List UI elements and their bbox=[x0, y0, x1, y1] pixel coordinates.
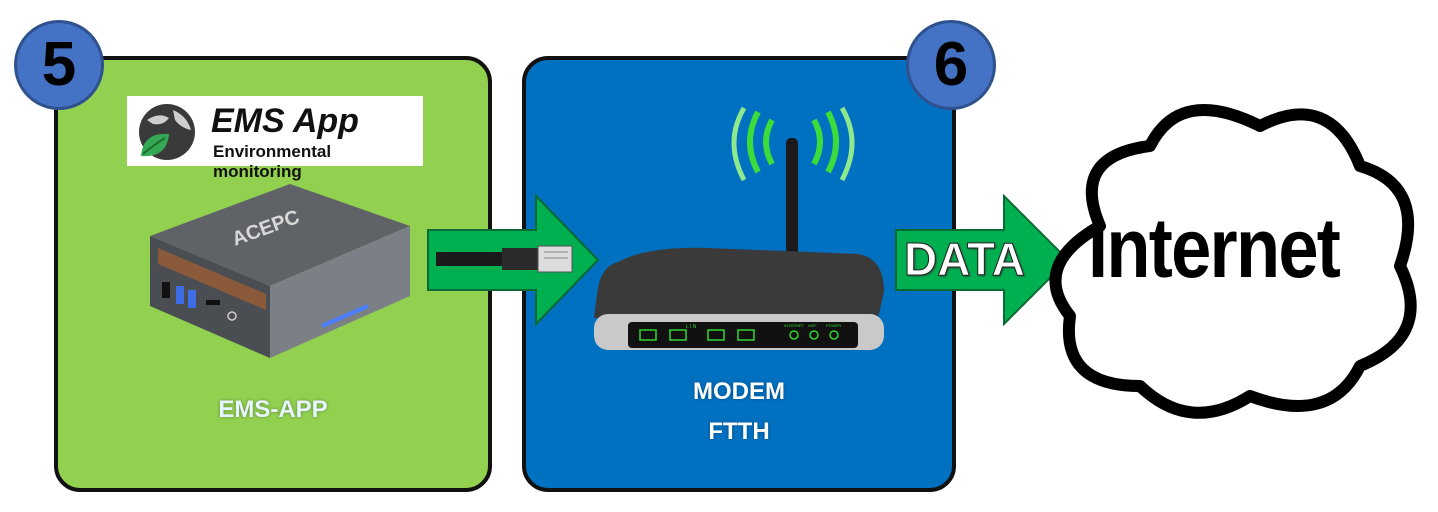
step-badge-5: 5 bbox=[14, 20, 104, 110]
wifi-signal-icon bbox=[731, 106, 855, 182]
logo-title: EMS App bbox=[211, 102, 359, 140]
modem-router-image: L I N INTERNET WIFI POWER bbox=[594, 138, 884, 350]
logo-subtitle: Environmental monitoring bbox=[213, 142, 332, 181]
globe-leaf-icon bbox=[139, 104, 195, 160]
mini-pc-image: ACEPC bbox=[150, 184, 410, 358]
modem-caption: MODEM bbox=[693, 378, 785, 405]
internet-cloud-icon bbox=[1049, 104, 1417, 419]
data-arrow bbox=[895, 193, 1070, 327]
ethernet-arrow bbox=[427, 193, 600, 327]
modem-panel-text: L I N bbox=[686, 324, 697, 330]
indicator-power: POWER bbox=[826, 323, 841, 328]
ems-app-caption: EMS-APP bbox=[218, 396, 328, 423]
data-label: DATA bbox=[904, 233, 1026, 286]
ems-app-logo: EMS App Environmental monitoring bbox=[127, 96, 423, 181]
indicator-wifi: WIFI bbox=[808, 323, 816, 328]
indicator-internet: INTERNET bbox=[784, 323, 805, 328]
internet-label: Internet bbox=[1088, 201, 1341, 295]
ftth-caption: FTTH bbox=[708, 418, 770, 445]
step-badge-6: 6 bbox=[906, 20, 996, 110]
